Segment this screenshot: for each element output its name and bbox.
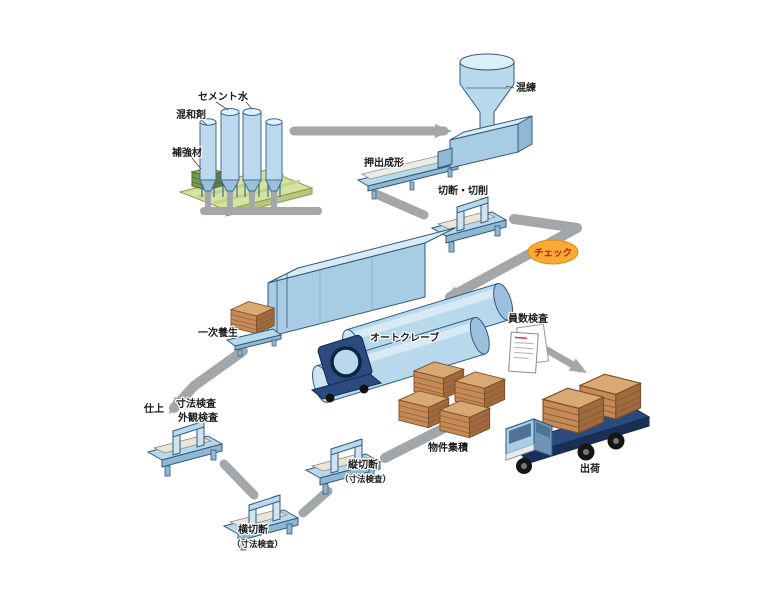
label-water: 水: [237, 90, 249, 103]
document-icon-front: [508, 331, 539, 374]
label-dimension-inspection: 寸法検査: [176, 397, 217, 410]
curing-box-panel-lines: [319, 257, 373, 324]
autoclave: [310, 282, 514, 403]
silo-admixture: [199, 118, 217, 197]
cutting-station: [431, 196, 507, 253]
check-badge-label: チェック: [534, 248, 572, 259]
mixer-hopper: [459, 53, 515, 129]
flow-cutting-to-curing: [442, 214, 582, 302]
label-pointer-lines: [191, 85, 515, 170]
silo-discharge-conveyor: [200, 188, 322, 215]
label-visual-inspection: 外観検査: [177, 411, 219, 424]
flow-hcut-to-vcut: [298, 486, 333, 518]
label-count-inspection: 員数検査: [507, 312, 549, 325]
extruder-body-side: [517, 115, 533, 153]
curing-cart-side: [234, 334, 282, 351]
truck-wheels: [516, 432, 625, 474]
flow-finishing-to-hcut: [219, 459, 259, 500]
label-finishing: 仕上: [143, 402, 164, 415]
cart-leg: [237, 349, 243, 357]
curing-panel-stack: [225, 301, 283, 357]
label-horizontal-cutting-note: （寸法検査）: [232, 539, 283, 549]
shipping-truck: [504, 373, 651, 474]
hopper-body: [459, 62, 515, 129]
label-vertical-cutting: 縦切断: [348, 458, 378, 471]
label-reinforcement: 補強材: [171, 146, 202, 159]
check-badge: チェック: [527, 239, 579, 265]
extruder: [356, 115, 533, 200]
primary-curing-chamber: [267, 227, 456, 338]
product-stacking: [398, 361, 506, 439]
truck-windshield: [509, 423, 531, 444]
label-extrusion: 押出成形: [364, 156, 404, 169]
hopper-top: [459, 53, 515, 71]
flow-curing-to-finishing: [168, 346, 248, 414]
silo-cement: [220, 108, 240, 197]
truck-bumper: [505, 443, 535, 461]
label-vertical-cutting-note: （寸法検査）: [340, 474, 391, 484]
label-admixture: 混和剤: [176, 108, 206, 121]
label-horizontal-cutting: 横切断: [238, 523, 268, 536]
flow-extruder-to-cutting: [371, 189, 429, 220]
truck-cab: [504, 418, 554, 461]
autoclave-door: [330, 346, 362, 378]
label-primary-curing: 一次養生: [198, 326, 238, 339]
conveyor-leg: [447, 168, 453, 178]
silo-water: [242, 108, 262, 197]
raw-material-station: [178, 108, 322, 217]
label-shipping: 出荷: [580, 462, 600, 475]
label-cement: セメント: [198, 91, 238, 103]
extruder-nozzle: [437, 147, 453, 169]
flow-arrows: [168, 124, 587, 518]
finishing-station: [147, 420, 223, 477]
label-stacking: 物件集積: [428, 441, 469, 454]
conveyor-leg: [409, 181, 415, 191]
autoclave-trolley: [310, 334, 383, 403]
silo-4: [265, 118, 283, 197]
extruder-conveyor-side: [367, 163, 459, 192]
count-inspection-documents: [508, 323, 550, 374]
cart-leg: [271, 339, 277, 347]
flow-inspection-to-truck: [543, 346, 587, 373]
labels: 混和剤 セメント 水 補強材 混練 押出成形 切断・切削 一次養生 オートクレー…: [142, 80, 602, 551]
label-mixing: 混練: [516, 81, 536, 94]
label-autoclave: オートクレーブ: [370, 331, 439, 344]
conveyor-leg: [371, 190, 377, 200]
label-cutting: 切断・切削: [438, 184, 488, 197]
truck-side-window: [536, 422, 550, 438]
curing-box-door-lines: [276, 274, 288, 333]
